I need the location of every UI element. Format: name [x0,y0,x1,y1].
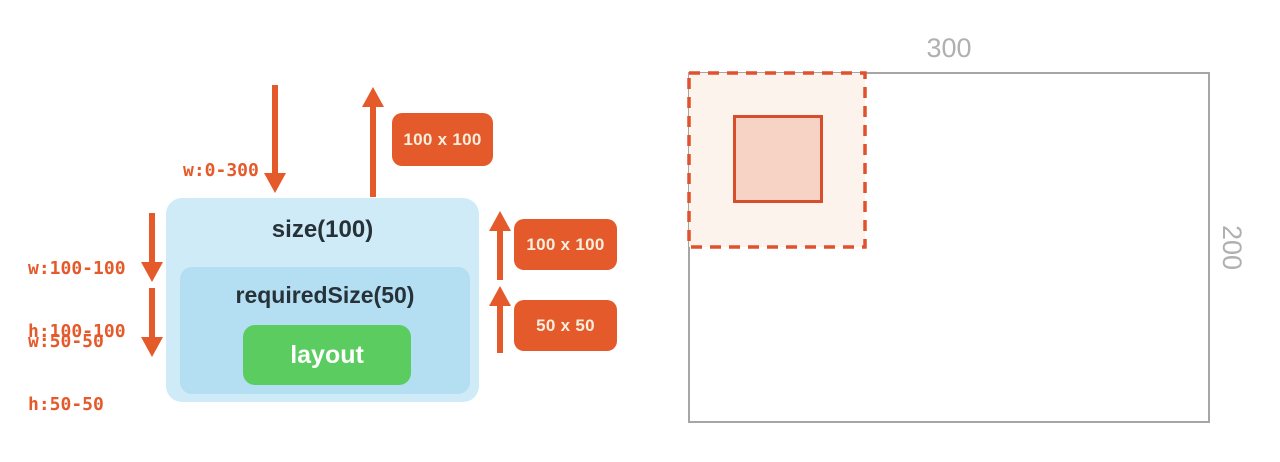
layout-measured-badge: 50 x 50 [514,300,617,351]
parent-height-label: 200 [1217,224,1247,271]
parent-width-label: 300 [926,33,972,63]
size-constraints-height: h:100-100 [28,321,126,342]
size-measured-up-arrow-icon [489,211,511,280]
required-size-constraints-label: w:50-50 h:50-50 [28,289,104,457]
incoming-constraints-width: w:0-300 [183,160,259,181]
size-constraints-down-arrow-icon [141,213,163,282]
required-size-constraints-height: h:50-50 [28,394,104,415]
required-size-constraints-width: w:50-50 [28,331,104,352]
measured-size-badge-top: 100 x 100 [392,113,493,166]
layout-node-box: layout [243,325,411,385]
required-size-modifier-label: requiredSize(50) [235,282,415,308]
layout-measured-up-arrow-icon [489,286,511,353]
measured-size-up-arrow-icon [362,87,384,197]
incoming-constraints-down-arrow-icon [264,85,286,193]
size-modifier-label: size(100) [271,216,374,243]
layout-node-label: layout [290,340,364,369]
size-constraints-width: w:100-100 [28,258,126,279]
size-constraints-label: w:100-100 h:100-100 [28,216,126,384]
required-size-constraints-down-arrow-icon [141,288,163,357]
size-measured-badge: 100 x 100 [514,219,617,270]
placed-layout-box [733,115,823,203]
